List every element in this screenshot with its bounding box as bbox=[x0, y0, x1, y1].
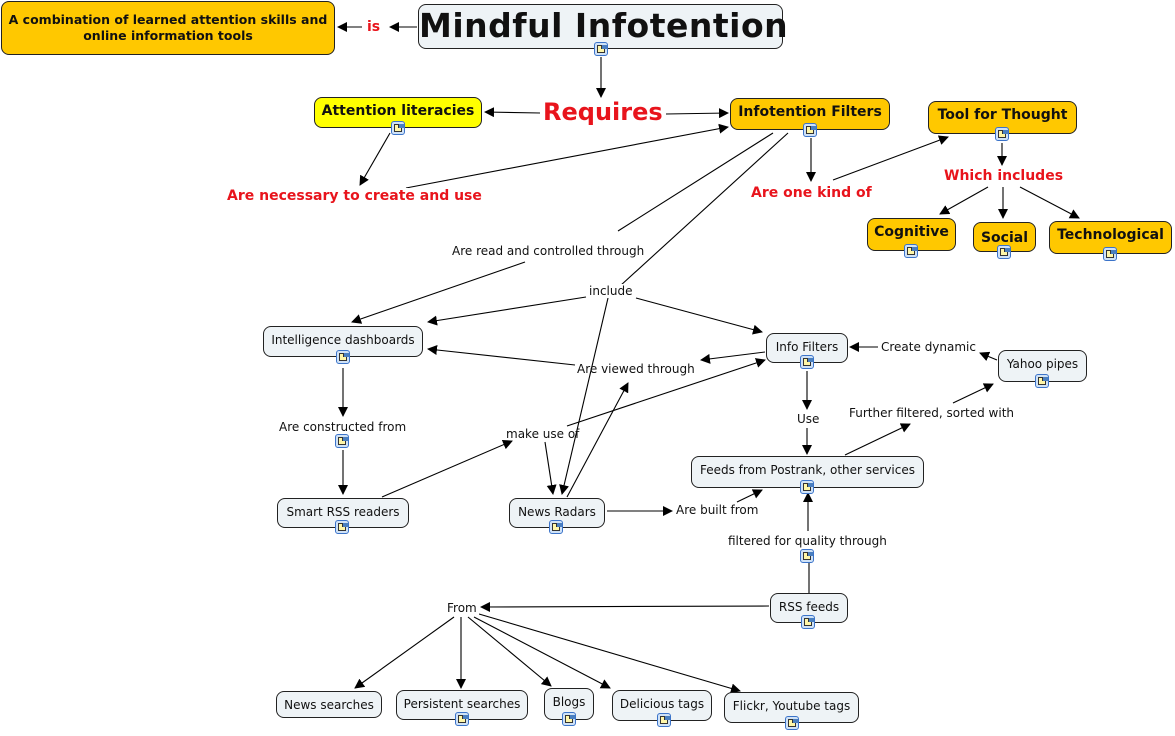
resource-icon[interactable] bbox=[657, 713, 671, 727]
link-from-newssearches bbox=[354, 616, 455, 689]
concept-label: Info Filters bbox=[775, 340, 839, 354]
concept-flickr-youtube-tags[interactable]: Flickr, Youtube tags bbox=[724, 692, 859, 723]
resource-icon[interactable] bbox=[800, 480, 814, 494]
resource-icon[interactable] bbox=[391, 121, 405, 135]
link-requires-attention bbox=[484, 107, 541, 118]
link-label-filtered-quality: filtered for quality through bbox=[726, 534, 889, 548]
link-label-built-from: Are built from bbox=[674, 503, 761, 517]
link-includes-cognitive bbox=[939, 186, 989, 215]
concept-label: Smart RSS readers bbox=[286, 505, 400, 519]
link-readcontrolled-dashboards bbox=[351, 261, 526, 324]
link-from-delicious bbox=[473, 616, 611, 689]
link-label-create-dynamic: Create dynamic bbox=[879, 340, 978, 354]
concept-label: RSS feeds bbox=[778, 600, 840, 614]
link-includes-technological bbox=[1019, 186, 1080, 219]
resource-icon[interactable] bbox=[549, 520, 563, 534]
resource-icon[interactable] bbox=[336, 350, 350, 364]
link-filters-readcontrolled bbox=[617, 132, 774, 232]
link-onekind-tool bbox=[832, 135, 949, 181]
link-label-constructed-from: Are constructed from bbox=[277, 420, 409, 434]
resource-icon[interactable] bbox=[335, 434, 349, 448]
concept-label: Persistent searches bbox=[403, 697, 521, 711]
link-from-flickr bbox=[478, 613, 741, 694]
link-necessary-filters bbox=[405, 123, 729, 189]
concept-label: Flickr, Youtube tags bbox=[732, 699, 851, 713]
link-label-further-filtered: Further filtered, sorted with bbox=[847, 406, 1017, 420]
concept-blogs[interactable]: Blogs bbox=[544, 688, 594, 720]
resource-icon[interactable] bbox=[801, 615, 815, 629]
link-label-from: From bbox=[445, 601, 479, 615]
concept-label: Social bbox=[980, 230, 1029, 246]
link-rss-from bbox=[480, 601, 770, 612]
resource-icon[interactable] bbox=[1035, 374, 1049, 388]
concept-definition-text: A combination of learned attention skill… bbox=[8, 12, 328, 43]
link-include-infofilters bbox=[635, 297, 763, 335]
link-further-yahoo bbox=[952, 383, 994, 404]
concept-label: Attention literacies bbox=[321, 103, 475, 119]
resource-icon[interactable] bbox=[803, 123, 817, 137]
link-label-viewed-through: Are viewed through bbox=[577, 362, 695, 376]
resource-icon[interactable] bbox=[904, 244, 918, 258]
link-include-newsradars bbox=[559, 297, 609, 495]
concept-definition[interactable]: A combination of learned attention skill… bbox=[1, 1, 335, 55]
concept-label: Tool for Thought bbox=[937, 107, 1068, 123]
concept-label: News Radars bbox=[518, 505, 596, 519]
resource-icon[interactable] bbox=[800, 549, 814, 563]
concept-label: Intelligence dashboards bbox=[271, 333, 415, 347]
link-label-is: is bbox=[365, 19, 383, 35]
link-label-which-includes: Which includes bbox=[942, 168, 1066, 184]
concept-news-searches[interactable]: News searches bbox=[276, 691, 382, 718]
link-from-blogs bbox=[467, 616, 552, 687]
concept-label: Feeds from Postrank, other services bbox=[699, 463, 916, 477]
resource-icon[interactable] bbox=[335, 520, 349, 534]
resource-icon[interactable] bbox=[455, 712, 469, 726]
concept-label: Cognitive bbox=[874, 224, 949, 240]
link-infofilters-viewed bbox=[700, 351, 766, 364]
link-viewed-dashboards bbox=[427, 345, 576, 366]
concept-label: Blogs bbox=[552, 695, 586, 709]
resource-icon[interactable] bbox=[997, 245, 1011, 259]
link-label-requires: Requires bbox=[541, 98, 665, 126]
resource-icon[interactable] bbox=[800, 355, 814, 369]
concept-label: Infotention Filters bbox=[738, 104, 882, 120]
link-label-make-use-of: make use of bbox=[506, 427, 580, 441]
link-include-dashboards bbox=[427, 296, 587, 326]
link-filters-include bbox=[619, 132, 789, 287]
link-label-one-kind-of: Are one kind of bbox=[749, 185, 874, 201]
resource-icon[interactable] bbox=[562, 712, 576, 726]
link-label-use: Use bbox=[795, 412, 822, 426]
link-label-read-controlled: Are read and controlled through bbox=[450, 244, 647, 258]
resource-icon[interactable] bbox=[594, 42, 608, 56]
page-title: Mindful Infotention bbox=[419, 6, 789, 45]
concept-label: Technological bbox=[1057, 227, 1164, 243]
resource-icon[interactable] bbox=[785, 716, 799, 730]
link-label-include: include bbox=[587, 284, 635, 298]
link-newsradars-viewed bbox=[566, 382, 629, 498]
resource-icon[interactable] bbox=[995, 127, 1009, 141]
link-requires-filters bbox=[665, 108, 729, 119]
link-smartrss-makeuse bbox=[381, 439, 513, 498]
link-makeuse-infofilters bbox=[566, 358, 766, 427]
link-label-necessary: Are necessary to create and use bbox=[225, 188, 484, 204]
concept-social[interactable]: Social bbox=[973, 222, 1036, 252]
concept-info-filters[interactable]: Info Filters bbox=[766, 333, 848, 363]
link-yahoo-create bbox=[979, 351, 998, 362]
concept-label: Yahoo pipes bbox=[1006, 357, 1079, 371]
link-attention-necessary bbox=[359, 132, 391, 186]
link-built-feeds bbox=[736, 489, 763, 503]
concept-persistent-searches[interactable]: Persistent searches bbox=[396, 690, 528, 720]
link-makeuse-newsradars bbox=[544, 441, 557, 495]
concept-label: News searches bbox=[284, 698, 374, 712]
link-feeds-further bbox=[844, 423, 911, 456]
resource-icon[interactable] bbox=[1103, 247, 1117, 261]
concept-label: Delicious tags bbox=[619, 697, 705, 711]
